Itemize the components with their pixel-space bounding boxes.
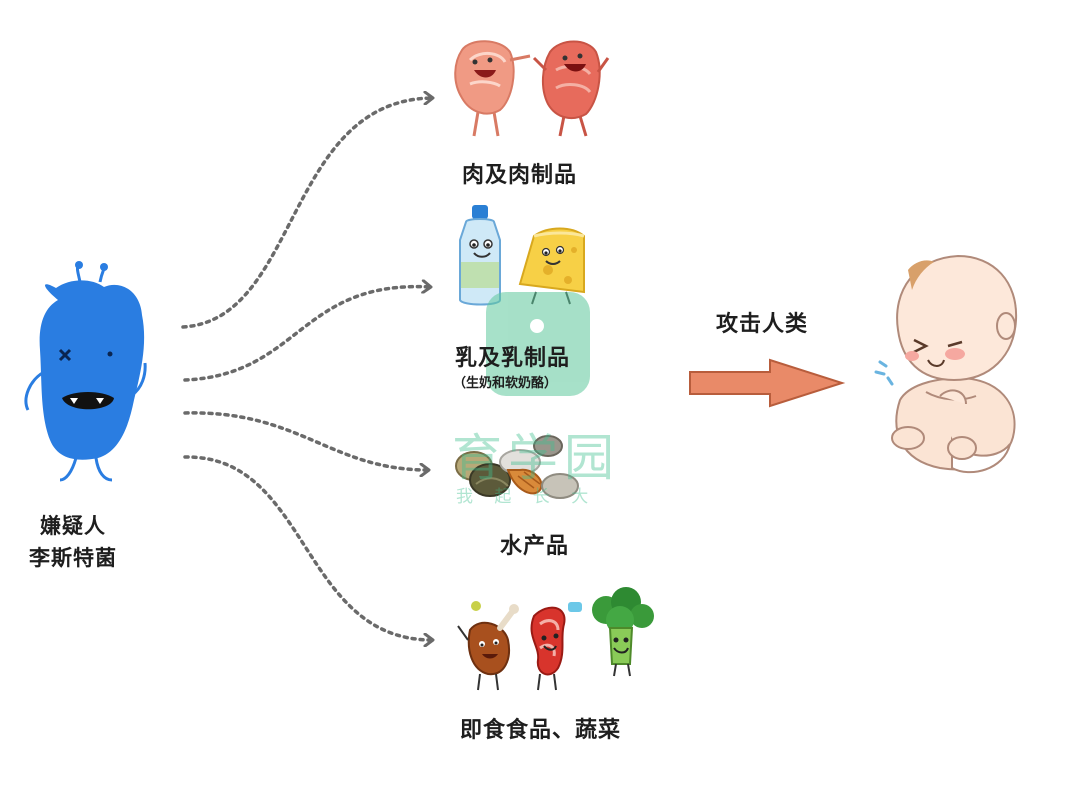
suspect-label-line1: 嫌疑人 <box>40 514 106 538</box>
suspect-label-line2: 李斯特菌 <box>29 546 117 570</box>
shellfish-icon <box>455 435 579 499</box>
cheese-icon <box>518 227 585 305</box>
bacon-icon <box>530 602 582 691</box>
arrow-to-meat <box>181 98 432 329</box>
watermark-text: 育学园 <box>452 429 620 487</box>
arrow-to-seafood <box>183 411 428 470</box>
arrow-to-dairy <box>183 287 430 382</box>
bacterium-icon <box>24 261 147 482</box>
watermark-subtext: 我 起 长 大 <box>456 487 597 507</box>
milk-bottle-icon <box>459 205 501 306</box>
food-label-dairy: 乳及乳制品 <box>455 346 571 371</box>
food-label-meat: 肉及肉制品 <box>462 163 578 188</box>
arrow-to-ready-food <box>183 455 432 640</box>
food-sublabel-dairy: （生奶和软奶酪） <box>453 376 558 391</box>
attack-arrow <box>689 358 846 408</box>
attack-label: 攻击人类 <box>716 312 809 337</box>
baby-icon <box>874 254 1018 474</box>
meat-icon <box>454 40 610 137</box>
drumstick-icon <box>457 601 519 691</box>
food-label-ready: 即食食品、蔬菜 <box>460 718 622 743</box>
watermark <box>486 292 590 396</box>
food-label-seafood: 水产品 <box>500 534 570 559</box>
broccoli-icon <box>592 587 654 677</box>
